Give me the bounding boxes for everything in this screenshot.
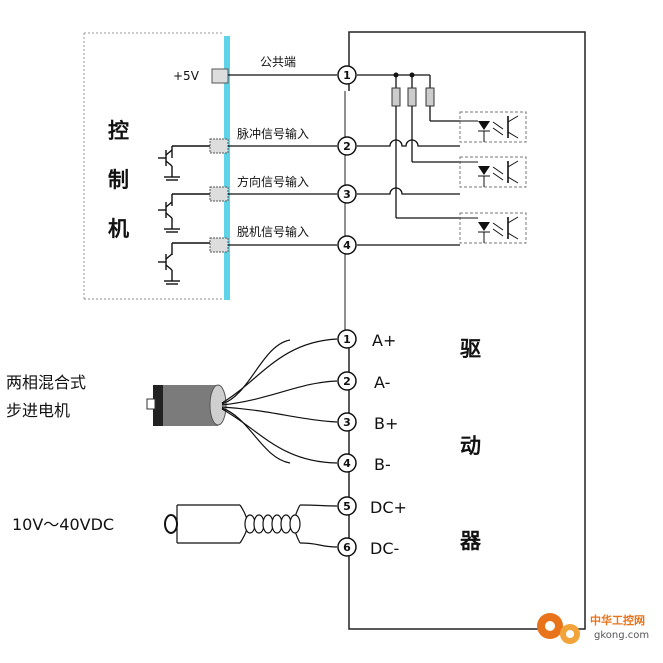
terminal-label-b-minus: B-	[374, 455, 391, 474]
terminal-circle	[337, 371, 357, 391]
controller-title-char-2: 制	[108, 168, 129, 192]
supply-connector	[211, 68, 229, 84]
terminal-pin-number: 3	[343, 416, 351, 429]
transistor-icons	[158, 145, 210, 285]
optocoupler-icon	[459, 212, 527, 244]
signal-label-common: 公共端	[260, 55, 296, 69]
controller-box	[83, 32, 230, 300]
optocoupler-icon	[459, 156, 527, 188]
optocoupler-icon	[459, 111, 527, 143]
controller-edge-bar	[224, 36, 230, 300]
resistor-icon	[425, 87, 435, 107]
power-plug-icon	[164, 514, 178, 534]
optocoupler-icons	[459, 111, 527, 244]
twisted-pair-icon	[244, 514, 301, 534]
power-terminals: 5 DC+ 6 DC-	[337, 496, 407, 558]
terminal-label-b-plus: B+	[374, 414, 398, 433]
terminal-pin-number: 4	[343, 457, 351, 470]
terminal-circle	[337, 136, 357, 156]
resistor-icon	[407, 87, 417, 107]
resistor-icon	[391, 87, 401, 107]
watermark-site-cn: 中华工控网	[590, 613, 645, 627]
terminal-pin-number: 2	[343, 375, 351, 388]
stepper-motor-icon	[146, 384, 227, 426]
driver-title-char-1: 驱	[460, 337, 481, 361]
terminal-label-dc-plus: DC+	[370, 498, 407, 517]
direction-connector	[209, 186, 229, 202]
pulse-connector	[209, 138, 229, 154]
terminal-label-dc-minus: DC-	[370, 539, 399, 558]
power-supply-label: 10V～40VDC	[12, 515, 114, 534]
driver-title-char-3: 器	[459, 529, 482, 553]
terminal-circle	[337, 65, 357, 85]
watermark-site-url: gkong.com	[594, 630, 649, 641]
controller-title-char-3: 机	[108, 217, 129, 241]
motor-label-line2: 步进电机	[6, 401, 70, 420]
supply-label: +5V	[173, 69, 200, 83]
transistor-pulse-icon	[158, 145, 210, 181]
controller-title-char-1: 控	[108, 119, 129, 143]
terminal-circle	[337, 235, 357, 255]
terminal-pin-number: 1	[343, 69, 351, 82]
signal-wires	[228, 74, 460, 246]
motor-wires	[221, 338, 338, 464]
signal-label-pulse: 脉冲信号输入	[237, 126, 309, 141]
terminal-pin-number: 4	[343, 239, 351, 252]
terminal-circle	[337, 537, 357, 557]
driver-title-char-2: 动	[460, 434, 481, 458]
watermark-logo	[537, 613, 580, 644]
terminal-circle	[337, 184, 357, 204]
transistor-offline-icon	[158, 242, 210, 285]
terminal-pin-number: 2	[343, 140, 351, 153]
terminal-circle	[337, 329, 357, 349]
terminal-pin-number: 6	[343, 541, 351, 554]
terminal-circle	[337, 496, 357, 516]
signal-label-offline: 脱机信号输入	[237, 224, 309, 239]
terminal-pin-number: 3	[343, 188, 351, 201]
resistor-icons	[391, 87, 435, 107]
offline-connector	[209, 237, 229, 253]
terminal-pin-number: 1	[343, 333, 351, 346]
terminal-circle	[337, 412, 357, 432]
terminal-circle	[337, 453, 357, 473]
terminal-label-a-minus: A-	[374, 373, 390, 392]
terminal-pin-number: 5	[343, 500, 351, 513]
transistor-direction-icon	[158, 193, 210, 233]
motor-terminals: 1 A+ 2 A- 3 B+ 4 B-	[337, 329, 398, 474]
motor-label-line1: 两相混合式	[6, 373, 86, 392]
signal-terminals: 1 2 3 4	[337, 65, 357, 255]
signal-label-direction: 方向信号输入	[237, 174, 309, 189]
terminal-label-a-plus: A+	[372, 331, 396, 350]
